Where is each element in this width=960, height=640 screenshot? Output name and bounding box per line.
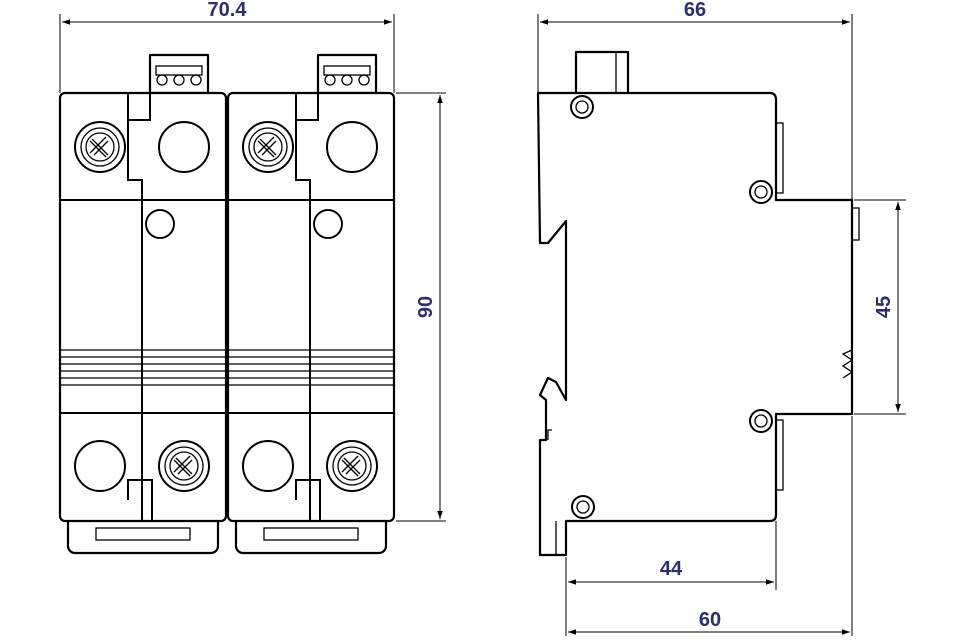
front-bottom-clip-left: [66, 513, 220, 555]
dimension-label-side-depth: 66: [684, 0, 706, 21]
front-top-connector-right: [316, 53, 378, 95]
dimension-label-front-width: 70.4: [208, 0, 248, 21]
dimension-rail-45: [854, 199, 906, 415]
side-body-outline: [536, 91, 854, 557]
dimension-label-depth-60: 60: [699, 609, 721, 631]
dimension-label-depth-44: 44: [660, 558, 683, 580]
dimension-label-height: 90: [415, 296, 437, 318]
front-top-connector-left: [148, 53, 210, 95]
front-module-left: [58, 91, 228, 523]
dimension-height: [396, 92, 446, 522]
dimension-side-66: [537, 14, 853, 200]
dimension-depth-60: [568, 416, 853, 636]
side-screws: [570, 95, 773, 519]
side-view: [536, 14, 906, 636]
dimension-depth-44: [565, 521, 777, 636]
dimension-label-rail-height: 45: [873, 296, 895, 318]
front-view: [58, 14, 446, 555]
dimension-front-width: [59, 14, 395, 93]
front-module-right: [226, 91, 396, 523]
